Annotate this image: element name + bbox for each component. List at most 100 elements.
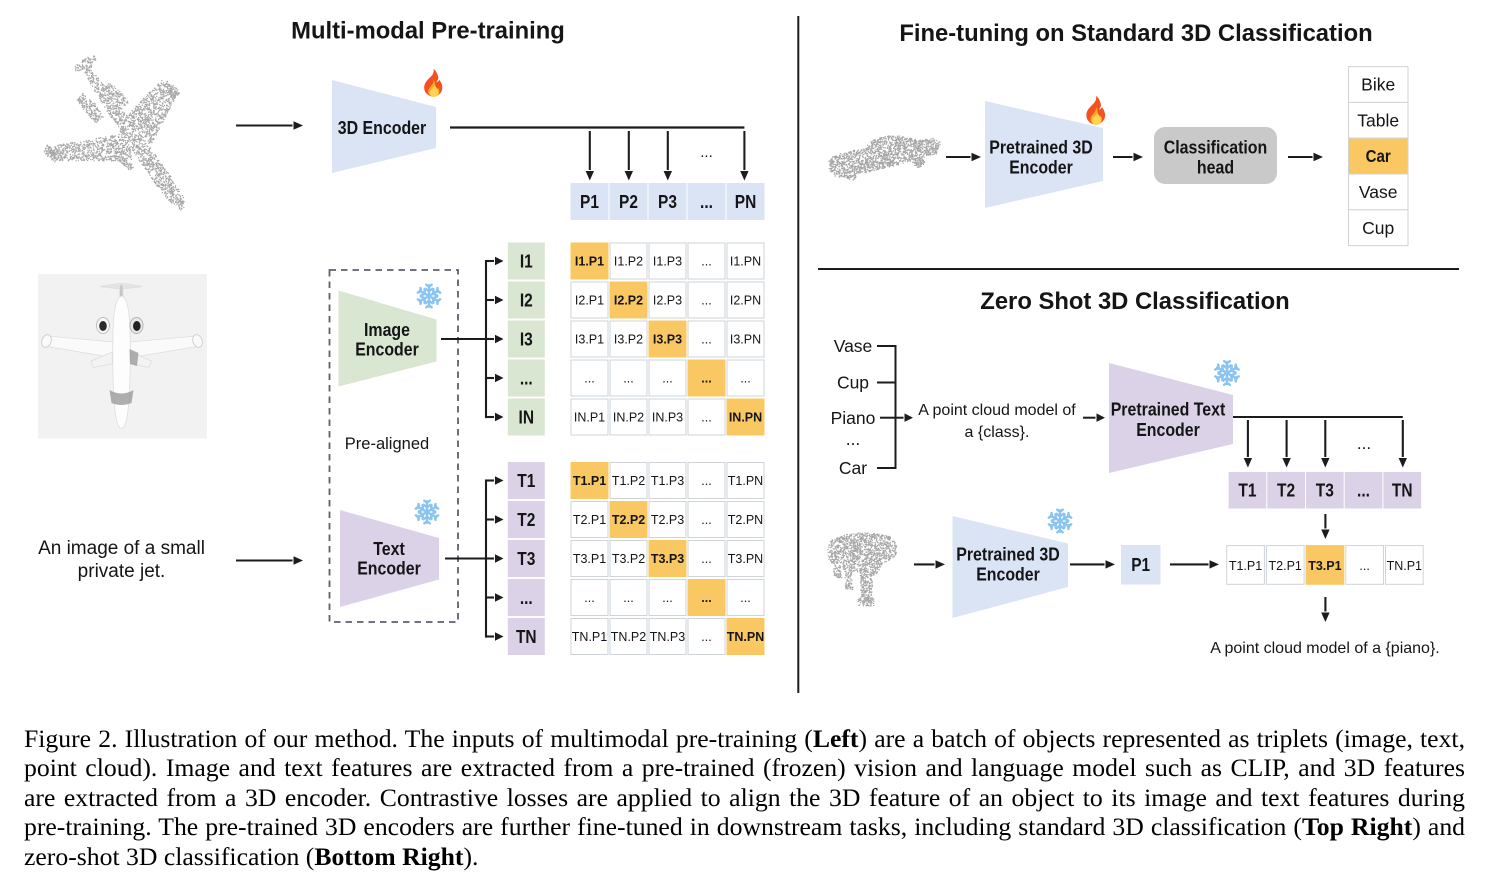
svg-text:Car: Car bbox=[839, 458, 867, 478]
svg-text:I3.P3: I3.P3 bbox=[653, 332, 682, 346]
svg-text:Encoder: Encoder bbox=[976, 564, 1040, 585]
svg-text:Pretrained 3D: Pretrained 3D bbox=[956, 544, 1060, 565]
svg-text:T1.P2: T1.P2 bbox=[612, 474, 645, 488]
svg-text:T3: T3 bbox=[1316, 481, 1334, 501]
svg-text:Text: Text bbox=[373, 538, 405, 559]
svg-text:...: ... bbox=[1357, 434, 1371, 453]
svg-text:Multi-modal Pre-training: Multi-modal Pre-training bbox=[291, 18, 565, 45]
svg-text:I1: I1 bbox=[520, 251, 533, 271]
svg-text:A point cloud model of: A point cloud model of bbox=[918, 402, 1076, 419]
svg-text:Encoder: Encoder bbox=[1009, 157, 1073, 178]
svg-text:T1.P1: T1.P1 bbox=[1229, 559, 1262, 573]
svg-text:...: ... bbox=[1357, 481, 1370, 501]
svg-text:...: ... bbox=[701, 591, 711, 605]
svg-text:a {class}.: a {class}. bbox=[965, 424, 1030, 441]
svg-text:TN.P1: TN.P1 bbox=[1387, 559, 1422, 573]
svg-text:...: ... bbox=[740, 591, 750, 605]
svg-text:T2.PN: T2.PN bbox=[728, 513, 763, 527]
svg-text:T2.P1: T2.P1 bbox=[1269, 559, 1302, 573]
svg-text:...: ... bbox=[662, 591, 672, 605]
svg-text:Vase: Vase bbox=[834, 336, 873, 356]
svg-text:...: ... bbox=[701, 254, 711, 268]
svg-text:Vase: Vase bbox=[1359, 182, 1398, 202]
svg-text:I3.P1: I3.P1 bbox=[575, 332, 604, 346]
svg-text:...: ... bbox=[701, 513, 711, 527]
svg-text:TN.PN: TN.PN bbox=[727, 630, 765, 644]
svg-text:...: ... bbox=[701, 410, 711, 424]
svg-text:T2: T2 bbox=[517, 510, 535, 530]
svg-text:...: ... bbox=[701, 371, 711, 385]
svg-text:T3.P1: T3.P1 bbox=[1308, 559, 1341, 573]
svg-text:P2: P2 bbox=[619, 192, 638, 212]
svg-text:TN.P2: TN.P2 bbox=[611, 630, 646, 644]
svg-text:T3.P1: T3.P1 bbox=[573, 552, 606, 566]
svg-text:head: head bbox=[1197, 157, 1234, 178]
svg-text:T1.P3: T1.P3 bbox=[651, 474, 684, 488]
svg-text:T2.P1: T2.P1 bbox=[573, 513, 606, 527]
svg-text:Zero Shot 3D Classification: Zero Shot 3D Classification bbox=[980, 288, 1289, 315]
svg-text:...: ... bbox=[740, 371, 750, 385]
svg-text:Piano: Piano bbox=[831, 408, 876, 428]
svg-text:Table: Table bbox=[1357, 110, 1399, 130]
svg-text:Bike: Bike bbox=[1361, 75, 1395, 95]
svg-text:Image: Image bbox=[364, 319, 410, 340]
svg-text:I1.P3: I1.P3 bbox=[653, 254, 682, 268]
svg-text:T3: T3 bbox=[517, 549, 535, 569]
svg-text:...: ... bbox=[584, 591, 594, 605]
svg-text:An image of a small: An image of a small bbox=[38, 538, 205, 559]
svg-text:Fine-tuning on Standard 3D Cla: Fine-tuning on Standard 3D Classificatio… bbox=[899, 20, 1372, 47]
svg-text:Classification: Classification bbox=[1164, 137, 1268, 158]
svg-text:I3: I3 bbox=[520, 329, 533, 349]
svg-text:I3.PN: I3.PN bbox=[730, 332, 761, 346]
svg-text:...: ... bbox=[662, 371, 672, 385]
svg-text:I2.PN: I2.PN bbox=[730, 293, 761, 307]
svg-text:T2: T2 bbox=[1277, 481, 1295, 501]
svg-text:IN.PN: IN.PN bbox=[729, 410, 762, 424]
svg-text:TN: TN bbox=[516, 627, 537, 647]
svg-text:...: ... bbox=[1359, 559, 1369, 573]
svg-text:private jet.: private jet. bbox=[78, 561, 166, 582]
svg-text:...: ... bbox=[846, 429, 861, 449]
svg-text:I2.P2: I2.P2 bbox=[614, 293, 643, 307]
svg-text:...: ... bbox=[701, 474, 711, 488]
svg-text:IN.P1: IN.P1 bbox=[574, 410, 605, 424]
svg-text:...: ... bbox=[520, 368, 533, 388]
svg-text:...: ... bbox=[701, 293, 711, 307]
svg-text:T2.P2: T2.P2 bbox=[612, 513, 645, 527]
svg-text:I2.P3: I2.P3 bbox=[653, 293, 682, 307]
svg-text:Cup: Cup bbox=[1362, 218, 1394, 238]
svg-text:IN: IN bbox=[519, 407, 535, 427]
svg-text:Pretrained 3D: Pretrained 3D bbox=[989, 137, 1093, 158]
svg-text:Encoder: Encoder bbox=[1136, 419, 1200, 440]
svg-text:I1.PN: I1.PN bbox=[730, 254, 761, 268]
svg-text:PN: PN bbox=[735, 192, 757, 212]
svg-text:TN: TN bbox=[1392, 481, 1413, 501]
svg-text:I1.P2: I1.P2 bbox=[614, 254, 643, 268]
svg-text:P3: P3 bbox=[658, 192, 677, 212]
svg-text:I2: I2 bbox=[520, 290, 533, 310]
svg-text:I3.P2: I3.P2 bbox=[614, 332, 643, 346]
svg-text:T3.P3: T3.P3 bbox=[651, 552, 684, 566]
svg-text:...: ... bbox=[700, 144, 713, 161]
svg-text:...: ... bbox=[701, 332, 711, 346]
svg-text:T1: T1 bbox=[1238, 481, 1256, 501]
svg-text:...: ... bbox=[701, 552, 711, 566]
svg-text:...: ... bbox=[584, 371, 594, 385]
svg-text:IN.P3: IN.P3 bbox=[652, 410, 683, 424]
svg-text:3D Encoder: 3D Encoder bbox=[338, 117, 426, 138]
svg-text:...: ... bbox=[700, 192, 713, 212]
svg-text:Car: Car bbox=[1366, 146, 1391, 166]
svg-text:P1: P1 bbox=[1131, 555, 1150, 575]
svg-text:I2.P1: I2.P1 bbox=[575, 293, 604, 307]
svg-text:T1: T1 bbox=[517, 471, 535, 491]
svg-text:I1.P1: I1.P1 bbox=[575, 254, 604, 268]
svg-text:...: ... bbox=[623, 591, 633, 605]
svg-text:Encoder: Encoder bbox=[357, 558, 421, 579]
svg-text:Cup: Cup bbox=[837, 373, 869, 393]
svg-text:Pretrained Text: Pretrained Text bbox=[1111, 399, 1226, 420]
svg-text:T3.P2: T3.P2 bbox=[612, 552, 645, 566]
svg-text:T3.PN: T3.PN bbox=[728, 552, 763, 566]
svg-text:T1.P1: T1.P1 bbox=[573, 474, 606, 488]
svg-text:...: ... bbox=[520, 588, 533, 608]
svg-text:P1: P1 bbox=[580, 192, 599, 212]
